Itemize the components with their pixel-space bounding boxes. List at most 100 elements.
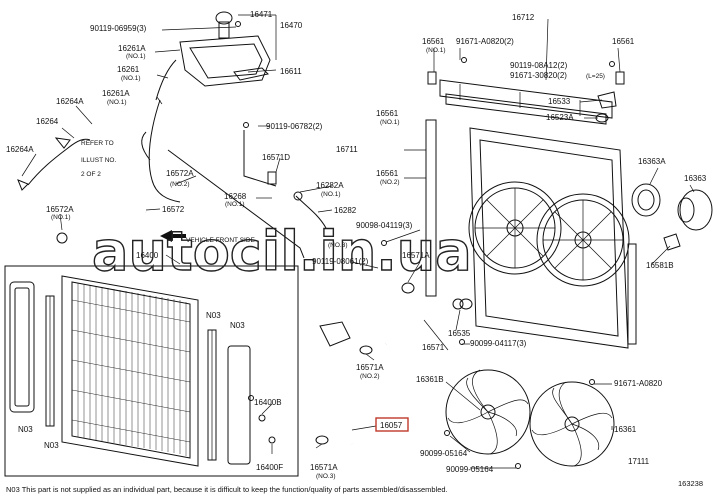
label-n03-c: N03 bbox=[18, 425, 33, 434]
sub-no2-c: (NO.2) bbox=[360, 373, 380, 380]
label-n03-d: N03 bbox=[44, 441, 59, 450]
highlight-16057 bbox=[375, 417, 409, 432]
sub-no1-c: (NO.1) bbox=[107, 99, 127, 106]
hose-16282 bbox=[295, 195, 327, 229]
sub-no1-b: (NO.1) bbox=[121, 75, 141, 82]
sub-no2-a: (NO.2) bbox=[170, 181, 190, 188]
label-16561-d: 16561 bbox=[376, 169, 399, 178]
label-16711: 16711 bbox=[336, 145, 358, 154]
refer-note-1: REFER TO bbox=[81, 140, 114, 147]
label-16264A: 16264A bbox=[56, 97, 84, 106]
label-16471: 16471 bbox=[250, 10, 273, 19]
label-16363: 16363 bbox=[684, 174, 707, 183]
sub-no2-b: (NO.2) bbox=[380, 179, 400, 186]
label-16282: 16282 bbox=[334, 206, 357, 215]
diagram-code: 163238 bbox=[678, 479, 703, 488]
seal-16561-right bbox=[627, 243, 637, 345]
label-16261A: 16261A bbox=[118, 44, 146, 53]
label-16470: 16470 bbox=[280, 21, 303, 30]
label-90099-04117: 90099-04117(3) bbox=[470, 339, 527, 348]
reservoir-tank bbox=[155, 11, 271, 101]
sub-no1-a: (NO.1) bbox=[126, 53, 146, 60]
label-16400F: 16400F bbox=[256, 463, 283, 472]
label-n03-a: N03 bbox=[206, 311, 221, 320]
hose-16268 bbox=[167, 149, 305, 259]
label-16268: 16268 bbox=[224, 192, 247, 201]
seal-16561-left bbox=[425, 119, 437, 297]
label-16561-b: 16561 bbox=[612, 37, 635, 46]
bracket-16533 bbox=[597, 91, 617, 109]
label-16571D: 16571D bbox=[262, 153, 290, 162]
radiator-assembly-frame bbox=[4, 265, 299, 477]
bypass-hose-16264 bbox=[27, 138, 91, 186]
leader-lines bbox=[21, 14, 695, 469]
overflow-hose bbox=[148, 99, 181, 203]
fan-16361B bbox=[445, 369, 531, 455]
sub-no1-f: (NO.1) bbox=[321, 191, 341, 198]
sub-no1-e: (NO.1) bbox=[51, 214, 71, 221]
left-tank bbox=[9, 281, 35, 413]
label-16581B: 16581B bbox=[646, 261, 674, 270]
label-16523A: 16523A bbox=[546, 113, 574, 122]
radiator-core bbox=[61, 275, 199, 467]
label-n03-b: N03 bbox=[230, 321, 245, 330]
fasteners bbox=[235, 21, 615, 469]
sub-no1-g: (NO.1) bbox=[426, 47, 446, 54]
label-16261: 16261 bbox=[117, 65, 140, 74]
left-tank-inner bbox=[14, 287, 30, 407]
label-16571A-2: 16571A bbox=[356, 363, 384, 372]
sub-no1-d: (NO.1) bbox=[225, 201, 245, 208]
fan-motor-16363 bbox=[677, 189, 713, 231]
vehicle-front-arrow-icon bbox=[160, 230, 186, 242]
fan-16361 bbox=[529, 381, 615, 467]
label-16571: 16571 bbox=[422, 343, 445, 352]
seal-16561-top bbox=[427, 71, 437, 85]
label-17111: 17111 bbox=[628, 457, 650, 466]
label-91671-A0820-2: 91671-A0820 bbox=[614, 379, 663, 388]
label-16572A-2: 16572A bbox=[46, 205, 74, 214]
label-91671-A0820: 91671-A0820(2) bbox=[456, 37, 514, 46]
sub-l25: (L=25) bbox=[586, 73, 605, 80]
label-16571A: 16571A bbox=[402, 251, 430, 260]
label-16561-c: 16561 bbox=[376, 109, 399, 118]
label-90119-06959: 90119-06959(3) bbox=[90, 24, 147, 33]
label-16561-a: 16561 bbox=[422, 37, 445, 46]
label-16533: 16533 bbox=[548, 97, 571, 106]
label-16611: 16611 bbox=[280, 67, 302, 76]
label-16282A: 16282A bbox=[316, 181, 344, 190]
label-16712: 16712 bbox=[512, 13, 535, 22]
sub-no3-b: (NO.3) bbox=[316, 473, 336, 480]
fan-shroud bbox=[468, 127, 630, 349]
label-16264A-2: 16264A bbox=[6, 145, 34, 154]
label-16571A-3: 16571A bbox=[310, 463, 338, 472]
bracket-16611 bbox=[233, 67, 270, 81]
footnote: N03 This part is not supplied as an indi… bbox=[6, 485, 448, 494]
label-16261A-2: 16261A bbox=[102, 89, 130, 98]
label-91671-30820: 91671-30820(2) bbox=[510, 71, 567, 80]
label-16361B: 16361B bbox=[416, 375, 444, 384]
label-90119-08061: 90119-08061(2) bbox=[312, 257, 369, 266]
label-16572A: 16572A bbox=[166, 169, 194, 178]
vehicle-front-text: VEHICLE FRONT SIDE bbox=[186, 237, 256, 244]
part-labels: 16471 16470 90119-06959(3) 16261A (NO.1)… bbox=[6, 10, 707, 480]
label-90098-04119: 90098-04119(3) bbox=[356, 221, 413, 230]
label-16057: 16057 bbox=[380, 421, 403, 430]
label-90099-05164-a: 90099-05164 bbox=[420, 449, 468, 458]
label-90119-06782: 90119-06782(2) bbox=[266, 122, 323, 131]
watermark: autocil.in.ua bbox=[92, 220, 472, 283]
label-16572: 16572 bbox=[162, 205, 185, 214]
refer-note-3: 2 OF 2 bbox=[81, 171, 101, 178]
sub-no3-a: (NO.3) bbox=[328, 242, 348, 249]
label-16535: 16535 bbox=[448, 329, 471, 338]
refer-note-2: ILLUST NO. bbox=[81, 157, 116, 164]
fan-motor-16363A bbox=[631, 183, 661, 217]
radiator-support-16712 bbox=[439, 79, 613, 125]
label-16363A: 16363A bbox=[638, 157, 666, 166]
label-16361: 16361 bbox=[614, 425, 637, 434]
label-90119-08A12: 90119-08A12(2) bbox=[510, 61, 568, 70]
connector-16581B bbox=[663, 233, 681, 251]
label-16400B: 16400B bbox=[254, 398, 282, 407]
right-tank bbox=[227, 345, 251, 465]
label-90099-05164-b: 90099-05164 bbox=[446, 465, 494, 474]
